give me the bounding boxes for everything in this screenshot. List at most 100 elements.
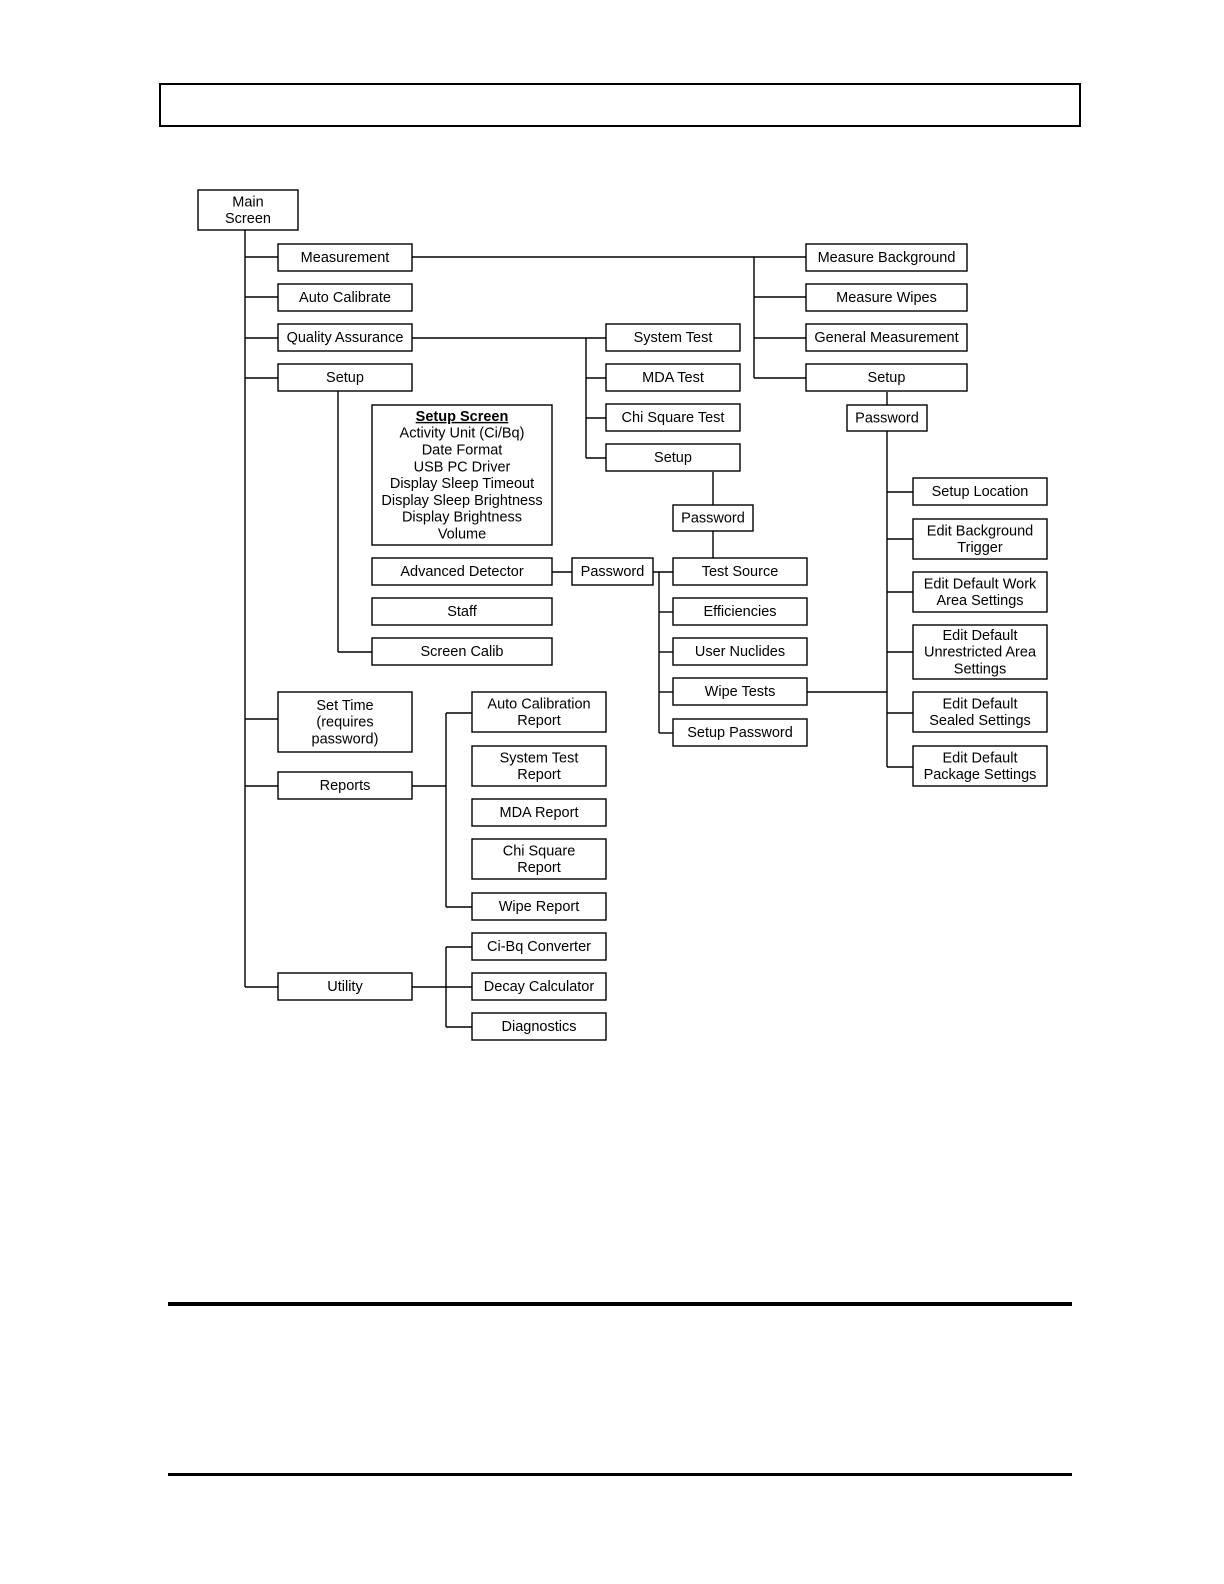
node-box [277,972,413,1001]
node-mda-report: MDA Report [471,798,607,827]
node-box [672,597,808,626]
node-advanced-detector: Advanced Detector [371,557,553,586]
node-label: Edit Default [943,696,1018,712]
node-label: USB PC Driver [414,459,511,475]
node-box [846,404,928,432]
node-utility: Utility [277,972,413,1001]
node-label: System Test [500,750,579,766]
node-box [805,283,968,312]
node-label: Setup Location [932,484,1029,500]
node-label: Measure Wipes [836,290,937,306]
node-box [805,243,968,272]
node-label: Setup [654,450,692,466]
node-measure-wipes: Measure Wipes [805,283,968,312]
node-label: Staff [447,604,478,620]
node-box [197,189,299,231]
node-label: Unrestricted Area [924,645,1037,661]
node-test-source: Test Source [672,557,808,586]
node-setup-main: Setup [277,363,413,392]
node-box [471,745,607,787]
page-header-box [159,83,1081,127]
node-diagnostics: Diagnostics [471,1012,607,1041]
node-label: Sealed Settings [929,713,1031,729]
node-setup-meas: Setup [805,363,968,392]
node-label: Date Format [422,443,503,459]
node-system-test: System Test [605,323,741,352]
node-label: Edit Default [943,750,1018,766]
node-box [277,243,413,272]
node-box [672,637,808,666]
node-label: Wipe Tests [705,684,776,700]
node-box [912,477,1048,506]
node-box [605,443,741,472]
node-box [605,403,741,432]
node-label: MDA Report [500,805,579,821]
node-label: Chi Square [503,843,576,859]
node-label: General Measurement [814,330,958,346]
node-box [277,323,413,352]
node-title: Setup Screen [416,409,509,425]
node-label: Main [232,194,263,210]
node-auto-calibrate: Auto Calibrate [277,283,413,312]
node-label: Diagnostics [502,1019,577,1035]
node-user-nuclides: User Nuclides [672,637,808,666]
node-box [471,892,607,921]
node-label: Set Time [316,698,373,714]
node-label: Password [855,411,919,427]
node-label: Ci-Bq Converter [487,939,591,955]
node-label: Decay Calculator [484,979,595,995]
node-box [672,504,754,532]
node-label: Setup [868,370,906,386]
node-mda-test: MDA Test [605,363,741,392]
node-label: Measure Background [818,250,956,266]
node-label: Edit Default Work [924,576,1037,592]
node-general-measurement: General Measurement [805,323,968,352]
node-label: Reports [320,778,371,794]
node-reports: Reports [277,771,413,800]
node-box [471,838,607,880]
node-wipe-report: Wipe Report [471,892,607,921]
node-password-adv: Password [571,557,654,586]
node-box [471,932,607,961]
node-label: Package Settings [924,767,1037,783]
node-box [672,677,808,706]
node-label: Quality Assurance [287,330,404,346]
node-box [605,323,741,352]
node-label: Display Sleep Timeout [390,476,534,492]
node-chi-square-test: Chi Square Test [605,403,741,432]
node-decay-calculator: Decay Calculator [471,972,607,1001]
node-label: Trigger [957,540,1003,556]
node-label: Chi Square Test [622,410,725,426]
node-label: Display Brightness [402,510,522,526]
node-label: Report [517,860,561,876]
node-measure-background: Measure Background [805,243,968,272]
node-label: Advanced Detector [400,564,523,580]
node-box [912,691,1048,733]
node-setup-location: Setup Location [912,477,1048,506]
node-label: password) [312,732,379,748]
node-box [672,718,808,747]
node-box [277,691,413,753]
footer-rule-bottom [168,1473,1072,1476]
node-box [371,597,553,626]
node-label: Password [581,564,645,580]
node-box [471,691,607,733]
node-screen-calib: Screen Calib [371,637,553,666]
node-box [805,363,968,392]
node-box [805,323,968,352]
node-ci-bq-converter: Ci-Bq Converter [471,932,607,961]
node-label: Edit Background [927,523,1033,539]
node-box [912,518,1048,560]
node-box [371,637,553,666]
node-label: Measurement [301,250,390,266]
node-label: Screen Calib [420,644,503,660]
node-box [912,571,1048,613]
node-label: Display Sleep Brightness [381,493,542,509]
node-quality-assurance: Quality Assurance [277,323,413,352]
node-label: (requires [316,715,373,731]
node-setup-qa: Setup [605,443,741,472]
node-password-meas: Password [846,404,928,432]
